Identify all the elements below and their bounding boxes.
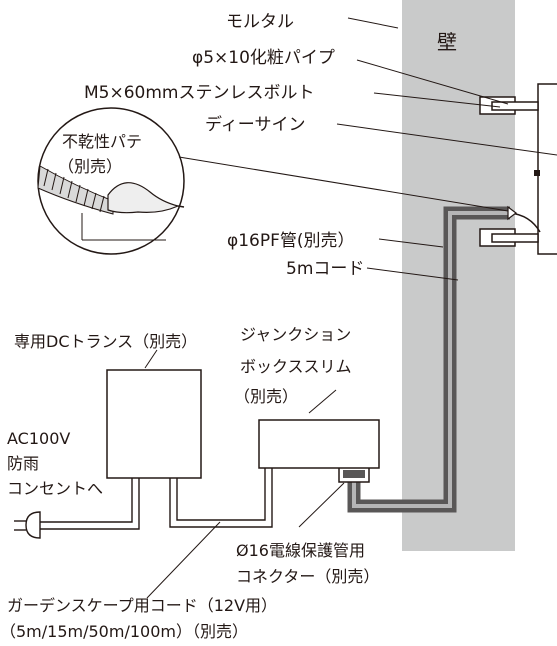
junction-box — [258, 419, 380, 469]
label-putty-1: 不乾性パテ — [62, 132, 142, 151]
leader-lines — [81, 17, 557, 599]
pf-pipe — [347, 205, 541, 513]
ac-plug — [14, 478, 140, 539]
label-wall: 壁 — [437, 30, 457, 54]
putty-detail — [37, 107, 185, 255]
label-ac-1: AC100V — [7, 429, 70, 448]
label-junction-1: ジャンクション — [240, 325, 351, 344]
label-pf-pipe: φ16PF管(別売） — [227, 231, 355, 251]
label-transformer: 専用DCトランス（別売） — [14, 332, 197, 351]
label-pipe: φ5×10化粧パイプ — [192, 48, 335, 68]
label-junction-3: （別売） — [234, 387, 298, 406]
garden-cord — [169, 468, 273, 528]
label-ac-3: コンセントへ — [7, 479, 103, 498]
label-junction-2: ボックススリム — [240, 357, 352, 376]
label-putty-2: （別売） — [58, 157, 122, 176]
label-sign: ディーサイン — [205, 114, 305, 135]
label-garden-cord-1: ガーデンスケープ用コード（12V用） — [7, 596, 277, 615]
transformer-box — [106, 369, 202, 479]
label-cord: 5mコード — [286, 259, 364, 279]
wall — [402, 0, 515, 551]
label-connector-2: コネクター（別売） — [236, 567, 379, 586]
label-mortar: モルタル — [226, 12, 294, 32]
label-garden-cord-2: （5m/15m/50m/100m）（別売） — [0, 622, 248, 641]
label-bolt: M5×60mmステンレスボルト — [84, 83, 314, 103]
sign-plate — [534, 83, 557, 255]
label-ac-2: 防雨 — [7, 454, 39, 473]
label-connector-1: Ø16電線保護管用 — [236, 541, 365, 560]
bolt-lower — [479, 228, 539, 247]
